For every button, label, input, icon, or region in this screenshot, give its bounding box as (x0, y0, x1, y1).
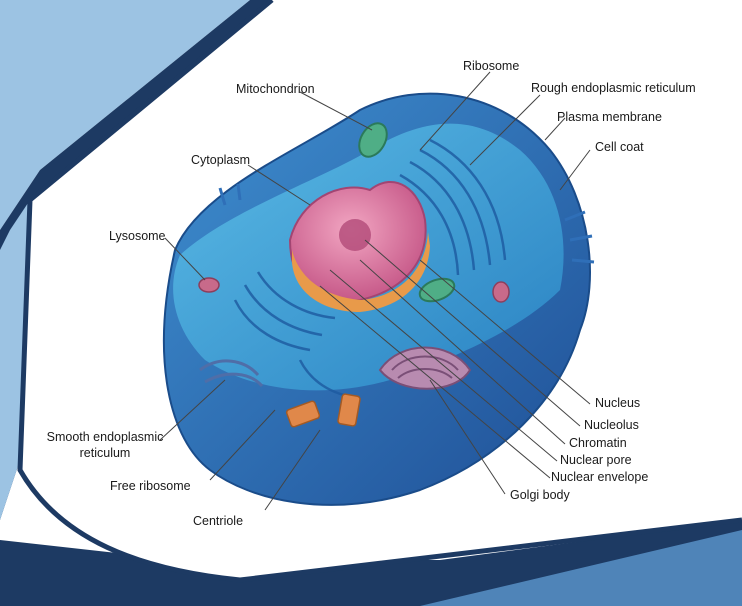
label-golgi-body: Golgi body (510, 488, 570, 502)
label-nuclear-envelope: Nuclear envelope (551, 470, 648, 484)
label-smooth-er-line2: reticulum (35, 446, 175, 460)
label-smooth-er-line1: Smooth endoplasmic (35, 430, 175, 444)
label-cell-coat: Cell coat (595, 140, 644, 154)
label-free-ribosome: Free ribosome (110, 479, 191, 493)
label-chromatin: Chromatin (569, 436, 627, 450)
label-plasma-membrane: Plasma membrane (557, 110, 662, 124)
label-nuclear-pore: Nuclear pore (560, 453, 632, 467)
label-ribosome: Ribosome (463, 59, 519, 73)
label-nucleus: Nucleus (595, 396, 640, 410)
label-lysosome: Lysosome (109, 229, 166, 243)
label-cytoplasm: Cytoplasm (191, 153, 250, 167)
lysosome-right (493, 282, 509, 302)
lysosome-left (199, 278, 219, 292)
nucleolus (339, 219, 371, 251)
label-mitochondrion: Mitochondrion (236, 82, 315, 96)
label-centriole: Centriole (193, 514, 243, 528)
label-nucleolus: Nucleolus (584, 418, 639, 432)
label-rough-er: Rough endoplasmic reticulum (531, 81, 696, 95)
